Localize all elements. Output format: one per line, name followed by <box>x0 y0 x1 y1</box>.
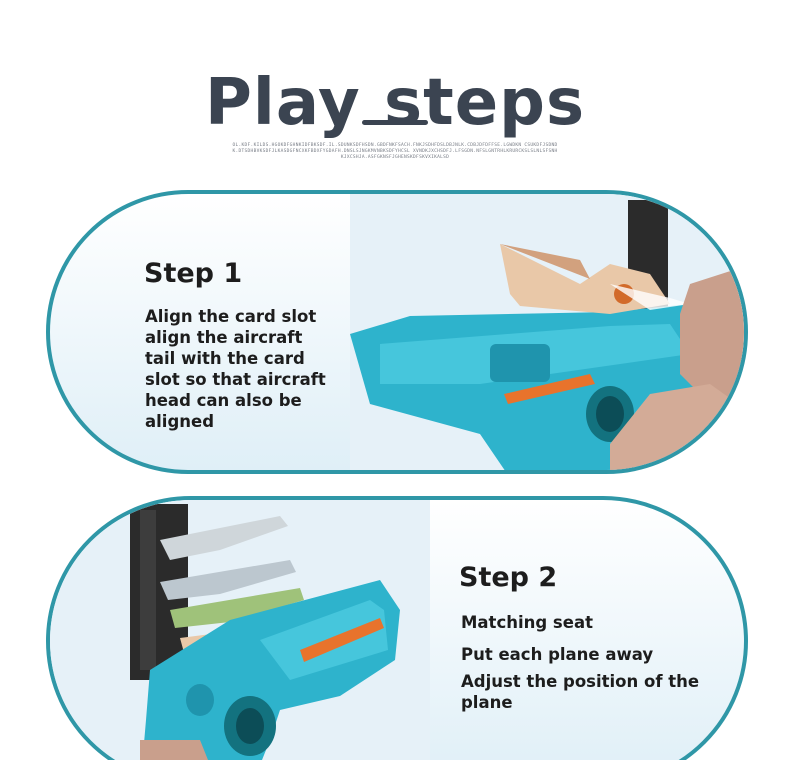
step-1-card: Step 1 Align the card slot align the air… <box>46 190 748 474</box>
step-2-line-1: Matching seat <box>461 613 593 632</box>
hand <box>680 266 744 404</box>
step-1-line-4: slot so that aircraft <box>145 370 326 389</box>
orange-stripe <box>504 374 595 404</box>
step-1-line-6: aligned <box>145 412 215 431</box>
step-2-line-4: plane <box>461 693 513 712</box>
title-underline <box>362 120 428 125</box>
step-1-line-5: head can also be <box>145 391 302 410</box>
hand <box>140 740 208 760</box>
orange-stripe <box>300 618 384 662</box>
page-title: Play steps <box>204 65 586 140</box>
step-2-title: Step 2 <box>459 562 558 593</box>
stacked-plane-1 <box>160 516 288 560</box>
step-1-line-3: tail with the card <box>145 349 305 368</box>
step-2-line-2: Put each plane away <box>461 645 654 664</box>
stacked-plane-3 <box>170 588 304 628</box>
stacked-plane-2 <box>160 560 296 600</box>
fine-print-text: OL.KDF.KILDS.HGOKDFGHNKIDFBKSDF.IL.SDUNK… <box>232 143 558 160</box>
step-2-line-3: Adjust the position of the <box>461 672 700 691</box>
step-1-line-2: align the aircraft <box>145 328 303 347</box>
step-2-card: Step 2 Matching seat Put each plane away… <box>46 496 748 760</box>
step-1-title: Step 1 <box>144 258 243 289</box>
step-1-launcher-image <box>350 194 744 470</box>
step-2-launcher-image <box>50 500 430 760</box>
step-1-line-1: Align the card slot <box>145 307 317 326</box>
